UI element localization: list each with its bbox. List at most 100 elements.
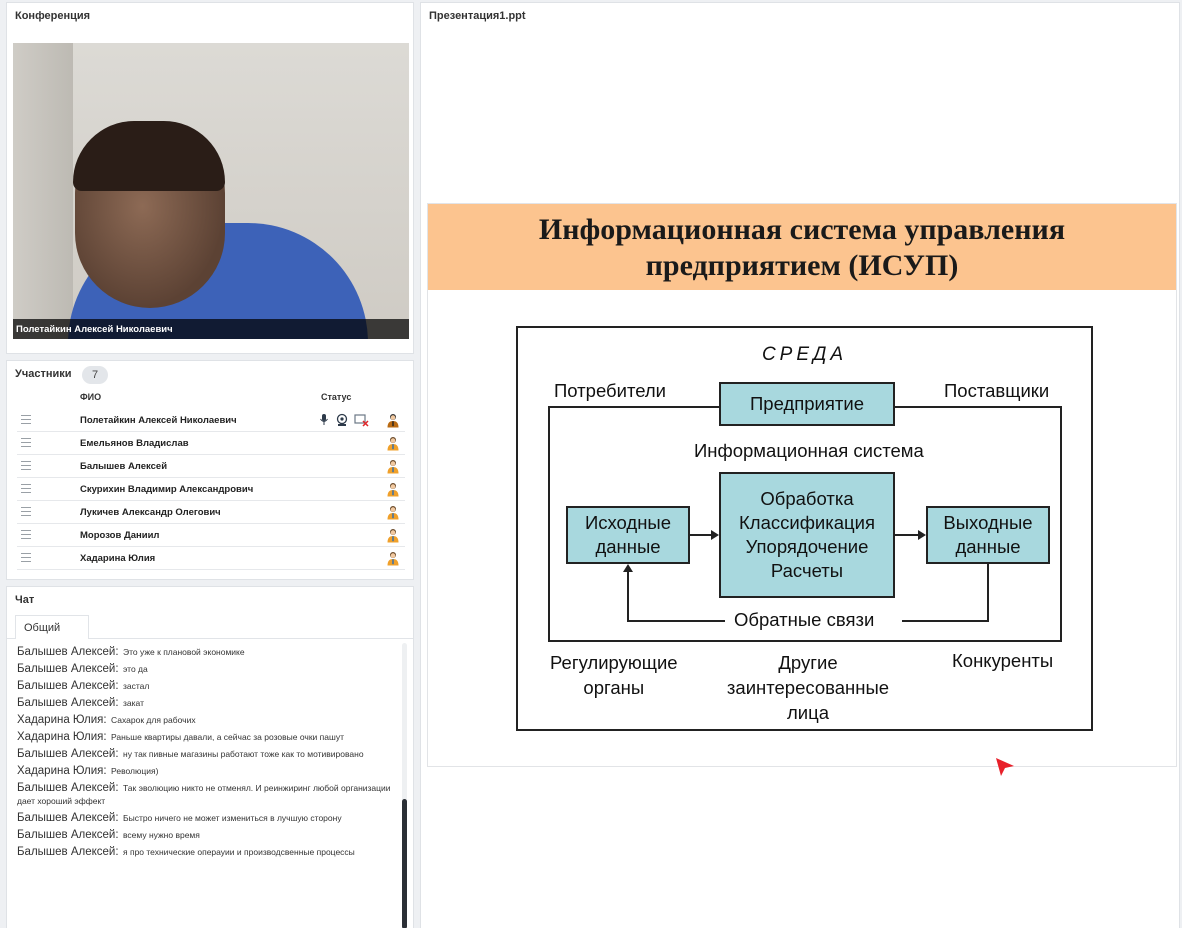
- chat-message: Балышев Алексей: Быстро ничего не может …: [17, 811, 401, 824]
- participant-name: Балышев Алексей: [80, 461, 168, 472]
- chat-message: Хадарина Юлия: Раньше квартиры давали, а…: [17, 730, 401, 743]
- chat-panel: Чат Общий Балышев Алексей: Это уже к пла…: [6, 586, 414, 928]
- proc-line1: Обработка: [760, 488, 854, 509]
- microphone-icon[interactable]: [320, 414, 328, 425]
- participant-status-icons: [319, 413, 375, 427]
- others-line3: лица: [786, 702, 829, 723]
- chat-message-text: Быстро ничего не может измениться в лучш…: [123, 813, 342, 823]
- chat-message-text: Сахарок для рабочих: [111, 715, 196, 725]
- participant-name: Хадарина Юлия: [80, 553, 156, 564]
- drag-handle-icon[interactable]: [21, 484, 31, 494]
- arrow-input-to-proc-head: [711, 530, 719, 540]
- diagram-sreda: СРЕДА: [761, 344, 848, 365]
- drag-handle-icon[interactable]: [21, 553, 31, 563]
- chat-scrollbar-thumb[interactable]: [402, 799, 407, 928]
- diagram-regulators: Регулирующие органы: [550, 650, 678, 700]
- speaker-video[interactable]: Полетайкин Алексей Николаевич: [13, 43, 409, 339]
- slide-title-line2: предприятием (ИСУП): [645, 249, 959, 282]
- chat-message: Балышев Алексей: это да: [17, 662, 401, 675]
- chat-message-text: всему нужно время: [123, 830, 200, 840]
- screen-share-off-icon[interactable]: [354, 414, 369, 427]
- feedback-line-right: [987, 564, 989, 622]
- participant-name: Лукичев Александр Олегович: [80, 507, 221, 518]
- feedback-line-bottom-left: [627, 620, 725, 622]
- input-line1: Исходные: [584, 512, 672, 533]
- presenter-user-icon: [387, 413, 399, 428]
- chat-message-text: Революция): [111, 766, 159, 776]
- proc-line2: Классификация: [739, 512, 875, 533]
- user-icon: [387, 436, 399, 451]
- presentation-panel: Презентация1.ppt Информационная система …: [420, 2, 1180, 928]
- chat-message-text: Это уже к плановой экономике: [123, 647, 245, 657]
- slide-title-line1: Информационная система управления: [538, 213, 1066, 246]
- proc-line3: Упорядочение: [745, 536, 869, 557]
- participant-row[interactable]: Емельянов Владислав: [17, 432, 405, 455]
- feedback-arrow-head: [623, 564, 633, 572]
- chat-message-author: Балышев Алексей:: [17, 697, 119, 709]
- diagram-frame: СРЕДА Потребители Поставщики Предприятие…: [516, 326, 1093, 731]
- chat-messages: Балышев Алексей: Это уже к плановой экон…: [17, 645, 401, 928]
- tab-general[interactable]: Общий: [15, 615, 89, 639]
- diagram-competitors: Конкуренты: [952, 650, 1054, 671]
- chat-message-text: это да: [123, 664, 148, 674]
- webcam-icon[interactable]: [336, 413, 348, 427]
- drag-handle-icon[interactable]: [21, 530, 31, 540]
- output-line2: данные: [955, 536, 1021, 557]
- speaker-hair: [73, 121, 225, 191]
- diagram-info-system: Информационная система: [694, 440, 924, 461]
- drag-handle-icon[interactable]: [21, 461, 31, 471]
- enterprise-label: Предприятие: [749, 393, 865, 414]
- arrow-input-to-proc-line: [690, 534, 711, 536]
- proc-line4: Расчеты: [770, 560, 844, 581]
- chat-message-text: я про технические операуии и производсве…: [123, 847, 355, 857]
- chat-message: Балышев Алексей: ну так пивные магазины …: [17, 747, 401, 760]
- chat-message: Балышев Алексей: застал: [17, 679, 401, 692]
- chat-scrollbar-track[interactable]: [402, 643, 407, 928]
- chat-message-text: Так эволюцию никто не отменял. И реинжир…: [17, 783, 391, 806]
- participant-row[interactable]: Лукичев Александр Олегович: [17, 501, 405, 524]
- participants-panel: Участники 7 ФИО Статус Полетайкин Алексе…: [6, 360, 414, 580]
- chat-message-author: Балышев Алексей:: [17, 782, 119, 794]
- chat-message: Балышев Алексей: всему нужно время: [17, 828, 401, 841]
- user-icon: [387, 551, 399, 566]
- slide[interactable]: Информационная система управления предпр…: [427, 203, 1177, 767]
- column-header-status[interactable]: Статус: [321, 392, 352, 402]
- drag-handle-icon[interactable]: [21, 415, 31, 425]
- chat-message: Балышев Алексей: Так эволюцию никто не о…: [17, 781, 401, 807]
- participant-row[interactable]: Морозов Даниил: [17, 524, 405, 547]
- chat-message-author: Хадарина Юлия:: [17, 714, 107, 726]
- participants-count-badge: 7: [82, 366, 108, 384]
- drag-handle-icon[interactable]: [21, 438, 31, 448]
- chat-message: Балышев Алексей: закат: [17, 696, 401, 709]
- chat-message-text: закат: [123, 698, 144, 708]
- column-header-name[interactable]: ФИО: [80, 392, 102, 402]
- user-icon: [387, 482, 399, 497]
- speaker-name-overlay: Полетайкин Алексей Николаевич: [13, 319, 409, 339]
- chat-message: Хадарина Юлия: Революция): [17, 764, 401, 777]
- chat-message-author: Балышев Алексей:: [17, 846, 119, 858]
- participant-row[interactable]: Хадарина Юлия: [17, 547, 405, 570]
- input-line2: данные: [595, 536, 661, 557]
- chat-message-author: Балышев Алексей:: [17, 812, 119, 824]
- participant-name: Полетайкин Алексей Николаевич: [80, 415, 237, 426]
- output-data-box: Выходные данные: [926, 506, 1050, 564]
- participant-name: Емельянов Владислав: [80, 438, 189, 449]
- participant-name: Морозов Даниил: [80, 530, 160, 541]
- chat-message: Балышев Алексей: Это уже к плановой экон…: [17, 645, 401, 658]
- output-line1: Выходные: [943, 512, 1033, 533]
- chat-message-text: застал: [123, 681, 150, 691]
- conference-panel: Конференция Полетайкин Алексей Николаеви…: [6, 2, 414, 354]
- arrow-proc-to-output-head: [918, 530, 926, 540]
- participant-row[interactable]: Скурихин Владимир Александрович: [17, 478, 405, 501]
- chat-message-author: Хадарина Юлия:: [17, 731, 107, 743]
- drag-handle-icon[interactable]: [21, 507, 31, 517]
- feedback-line-left: [627, 572, 629, 622]
- chat-message: Балышев Алексей: я про технические опера…: [17, 845, 401, 858]
- chat-message-author: Балышев Алексей:: [17, 680, 119, 692]
- chat-message-text: Раньше квартиры давали, а сейчас за розо…: [111, 732, 344, 742]
- diagram-suppliers: Поставщики: [944, 380, 1050, 401]
- participant-row[interactable]: Балышев Алексей: [17, 455, 405, 478]
- conference-title: Конференция: [15, 10, 91, 22]
- diagram-other-parties: Другие заинтересованные лица: [710, 650, 906, 725]
- participant-row[interactable]: Полетайкин Алексей Николаевич: [17, 409, 405, 432]
